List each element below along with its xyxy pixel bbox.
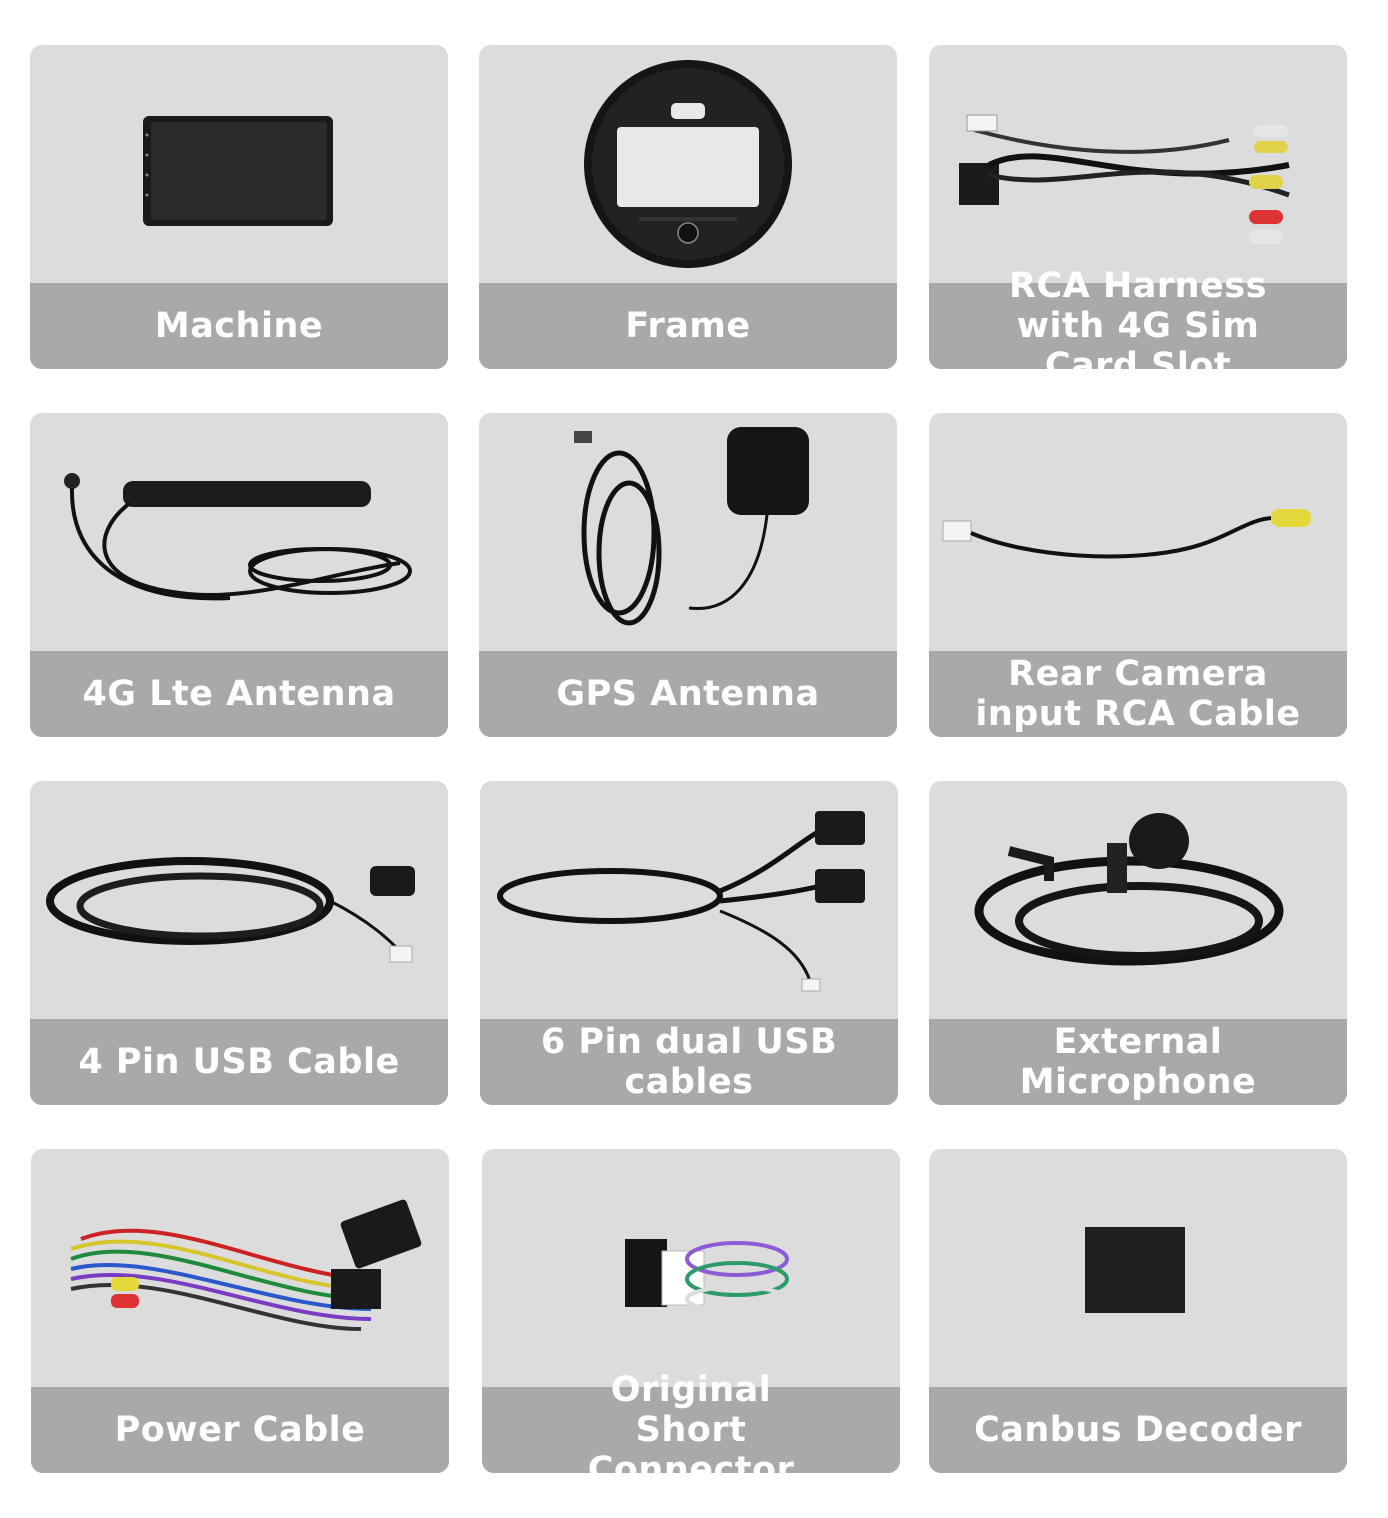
caption-6pin-usb: 6 Pin dual USB cables bbox=[480, 1019, 898, 1105]
caption-lte-antenna: 4G Lte Antenna bbox=[30, 651, 448, 737]
dash-frame-icon bbox=[584, 60, 792, 268]
microphone-icon bbox=[974, 813, 1284, 966]
caption-machine: Machine bbox=[30, 283, 448, 369]
card-camera-cable: Rear Camera input RCA Cable bbox=[929, 413, 1347, 737]
card-power-cable: Power Cable bbox=[31, 1149, 449, 1473]
usb-cable-icon bbox=[46, 857, 415, 963]
card-4pin-usb: 4 Pin USB Cable bbox=[30, 781, 448, 1105]
camera-rca-cable-icon bbox=[942, 509, 1311, 559]
caption-camera-cable: Rear Camera input RCA Cable bbox=[929, 651, 1347, 737]
card-frame: Frame bbox=[479, 45, 897, 369]
gps-antenna-icon bbox=[574, 427, 809, 626]
card-machine: Machine bbox=[30, 45, 448, 369]
caption-power-cable: Power Cable bbox=[31, 1387, 449, 1473]
head-unit-icon bbox=[143, 116, 333, 226]
dual-usb-cable-icon bbox=[497, 811, 865, 992]
power-harness-icon bbox=[70, 1199, 422, 1331]
caption-4pin-usb: 4 Pin USB Cable bbox=[30, 1019, 448, 1105]
lte-antenna-icon bbox=[64, 473, 412, 601]
card-rca-harness: RCA Harness with 4G Sim Card Slot bbox=[929, 45, 1347, 369]
caption-frame: Frame bbox=[479, 283, 897, 369]
card-microphone: External Microphone bbox=[929, 781, 1347, 1105]
caption-gps-antenna: GPS Antenna bbox=[479, 651, 897, 737]
caption-rca-harness: RCA Harness with 4G Sim Card Slot bbox=[929, 266, 1347, 369]
card-gps-antenna: GPS Antenna bbox=[479, 413, 897, 737]
caption-canbus-decoder: Canbus Decoder bbox=[929, 1387, 1347, 1473]
rca-harness-icon bbox=[959, 114, 1290, 244]
caption-microphone: External Microphone bbox=[929, 1019, 1347, 1105]
caption-short-connector: Original Short Connector bbox=[482, 1370, 900, 1473]
card-canbus-decoder: Canbus Decoder bbox=[929, 1149, 1347, 1473]
card-6pin-usb: 6 Pin dual USB cables bbox=[480, 781, 898, 1105]
short-connector-icon bbox=[625, 1239, 789, 1313]
card-lte-antenna: 4G Lte Antenna bbox=[30, 413, 448, 737]
canbus-decoder-icon bbox=[1085, 1227, 1185, 1313]
card-short-connector: Original Short Connector bbox=[482, 1149, 900, 1473]
